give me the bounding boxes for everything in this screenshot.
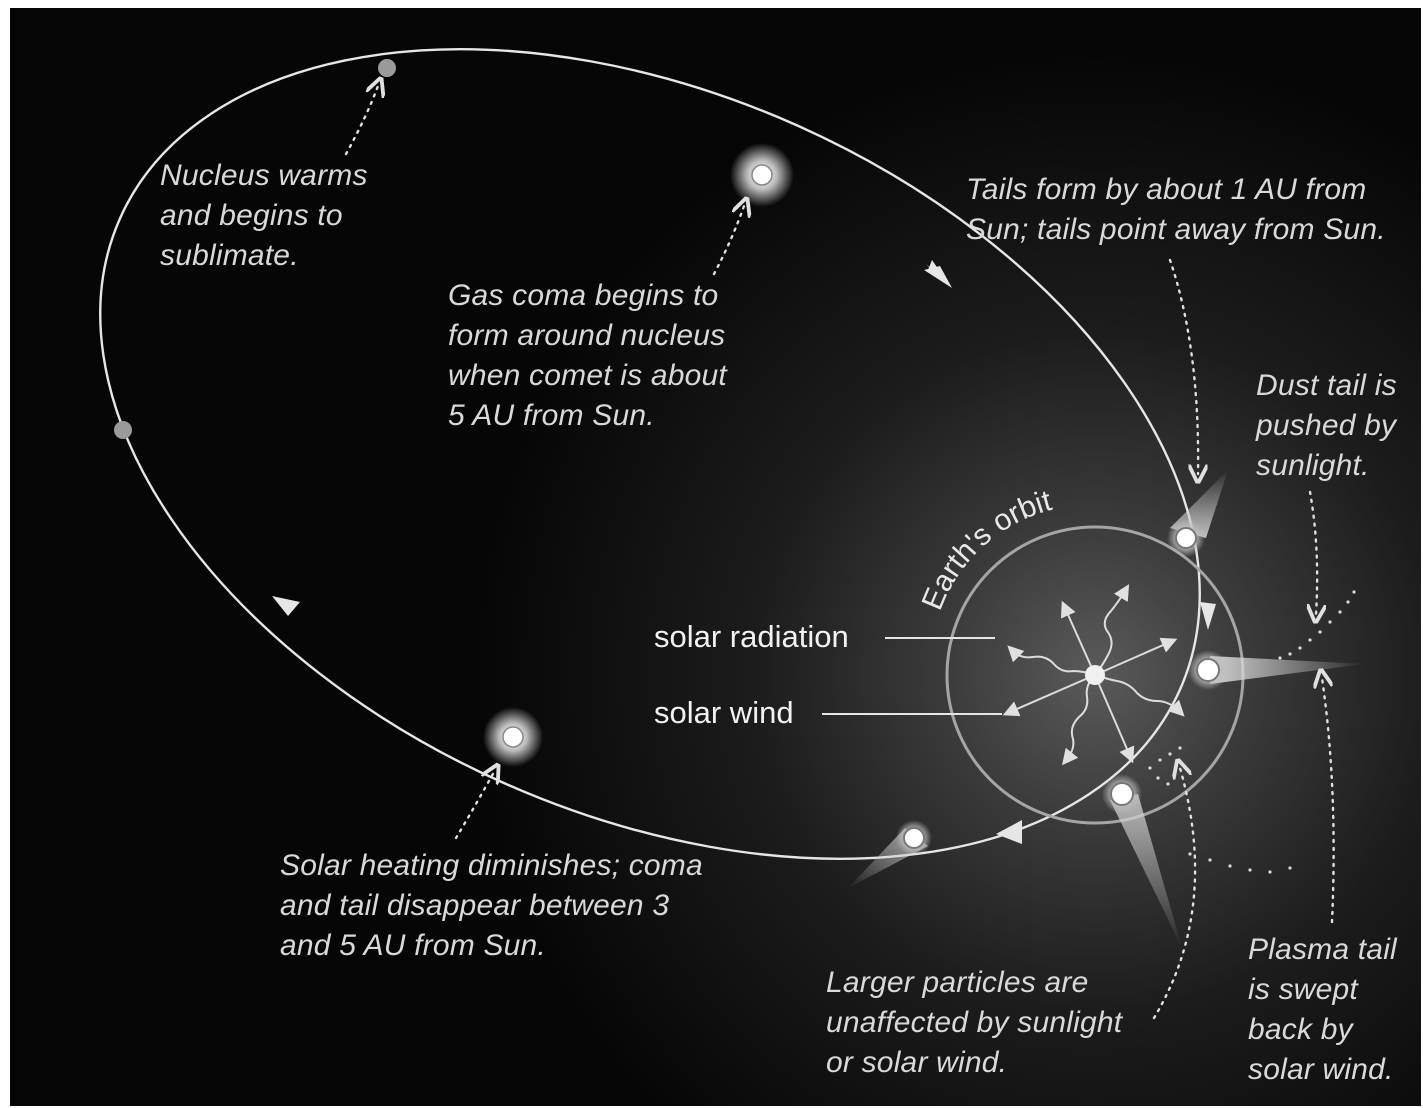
- label-line: Larger particles are: [826, 966, 1089, 999]
- comet-near-sun: [1188, 590, 1365, 690]
- comet-receding: [1102, 746, 1292, 948]
- label-line: sublimate.: [160, 239, 299, 272]
- sun: [1085, 665, 1105, 685]
- label-line: sunlight.: [1256, 449, 1370, 482]
- comet-fading: [848, 820, 932, 888]
- comet-coma-lower-left: [483, 707, 543, 767]
- label-line: Sun; tails point away from Sun.: [966, 213, 1386, 246]
- label-line: back by: [1248, 1013, 1353, 1046]
- label-line: Gas coma begins to: [448, 279, 719, 312]
- plasma-tail-label: Plasma tail is swept back by solar wind.: [1248, 930, 1397, 1090]
- comet-orbit-diagram: Earth's orbit: [10, 8, 1421, 1106]
- solar-radiation-label: solar radiation: [654, 619, 849, 654]
- label-line: is swept: [1248, 973, 1358, 1006]
- arrow-head-icon: [1200, 602, 1216, 630]
- comet-tail-forming: [1167, 470, 1228, 557]
- solar-wind-label: solar wind: [654, 695, 794, 730]
- dotted-pointers: [344, 86, 1335, 1020]
- label-line: Dust tail is: [1256, 369, 1397, 402]
- larger-particles-label: Larger particles are unaffected by sunli…: [826, 963, 1122, 1083]
- label-line: Plasma tail: [1248, 933, 1397, 966]
- label-line: and 5 AU from Sun.: [280, 929, 546, 962]
- label-line: and tail disappear between 3: [280, 889, 670, 922]
- arrow-head-icon: [272, 596, 300, 616]
- sun-rays: [1002, 584, 1185, 766]
- nucleus-dot-left: [114, 421, 132, 439]
- gas-coma-label: Gas coma begins to form around nucleus w…: [448, 276, 727, 436]
- comet-orbit: [99, 48, 1201, 860]
- tails-form-label: Tails form by about 1 AU from Sun; tails…: [966, 170, 1386, 250]
- label-line: unaffected by sunlight: [826, 1006, 1123, 1039]
- label-line: solar wind.: [1248, 1053, 1394, 1086]
- label-line: form around nucleus: [448, 319, 726, 352]
- solar-heating-label: Solar heating diminishes; coma and tail …: [280, 846, 703, 966]
- label-line: Tails form by about 1 AU from: [966, 173, 1367, 206]
- label-line: 5 AU from Sun.: [448, 399, 655, 432]
- nucleus-dot: [378, 59, 396, 77]
- label-line: pushed by: [1256, 409, 1397, 442]
- label-line: Solar heating diminishes; coma: [280, 849, 703, 882]
- label-line: Nucleus warms: [160, 159, 368, 192]
- diagram-frame: Earth's orbit Nucleus warms and begins t…: [10, 8, 1421, 1106]
- comet-coma-top: [730, 143, 794, 207]
- label-line: and begins to: [160, 199, 343, 232]
- label-line: when comet is about: [448, 359, 727, 392]
- orbit-direction-arrows: [272, 260, 1216, 844]
- arrow-head-icon: [924, 266, 952, 288]
- arrow-head-icon: [996, 820, 1022, 844]
- nucleus-warms-label: Nucleus warms and begins to sublimate.: [160, 156, 368, 276]
- label-line: or solar wind.: [826, 1046, 1008, 1079]
- dust-tail-label: Dust tail is pushed by sunlight.: [1256, 366, 1397, 486]
